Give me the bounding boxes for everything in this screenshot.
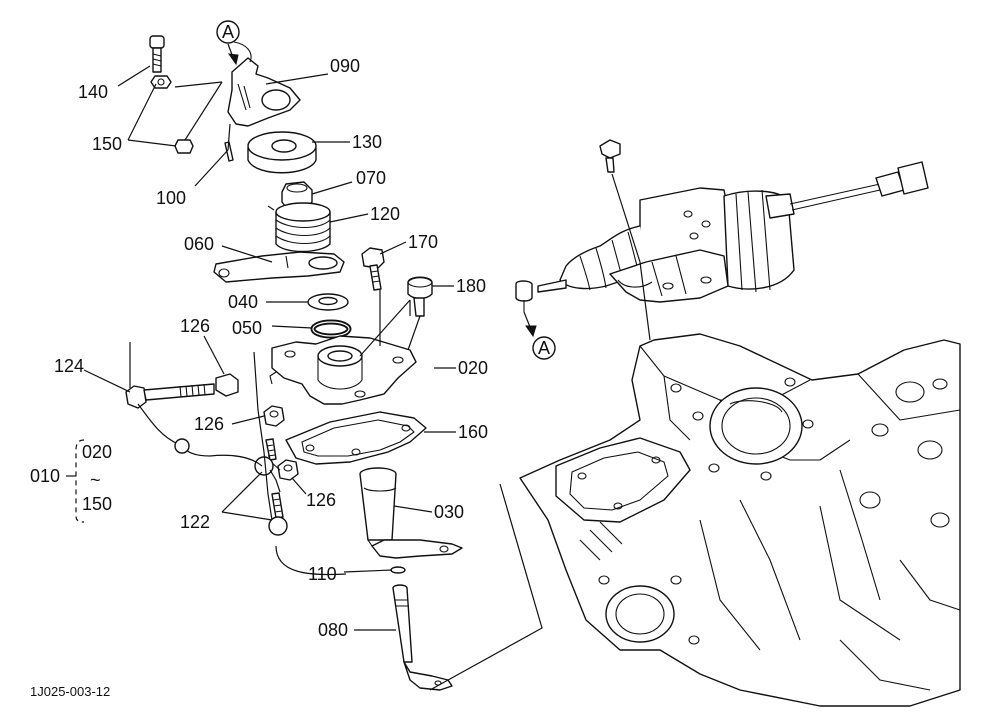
- part-130-collar: [247, 131, 317, 174]
- part-060-lever-plate: [213, 251, 345, 283]
- callout-122: 122: [180, 512, 210, 532]
- rod-ball: [174, 438, 190, 454]
- callout-110: 110: [308, 564, 337, 584]
- callout-040: 040: [228, 292, 258, 312]
- callout-126-upper: 126: [180, 316, 210, 336]
- part-050-o-ring: [310, 319, 352, 339]
- part-126-nut-lower: [277, 459, 299, 481]
- callout-120: 120: [370, 204, 400, 224]
- guide-line-to-engine: [429, 483, 543, 691]
- marker-a-text-right: A: [538, 338, 550, 358]
- part-120-spring: [267, 202, 331, 253]
- solenoid-bolt-guide: [611, 173, 651, 341]
- part-140-bolt: [149, 35, 165, 73]
- part-122-ball-joint-upper: [254, 438, 281, 476]
- part-040-washer: [307, 293, 349, 311]
- part-110-o-ring: [390, 566, 406, 574]
- part-126-nut-middle: [263, 405, 285, 427]
- part-160-gasket: [285, 411, 427, 465]
- callout-124: 124: [54, 356, 84, 376]
- assembly-range-tilde: ~: [90, 470, 101, 490]
- part-124-bolt: [125, 383, 215, 409]
- callout-030: 030: [434, 502, 464, 522]
- callout-150: 150: [92, 134, 122, 154]
- assembly-range-end: 150: [82, 494, 112, 514]
- callout-090: 090: [330, 56, 360, 76]
- callout-126-middle: 126: [194, 414, 224, 434]
- part-122-ball-joint-lower: [268, 492, 288, 536]
- callout-130: 130: [352, 132, 382, 152]
- stop-solenoid: [515, 139, 929, 312]
- part-126-nut-upper: [215, 373, 239, 397]
- leader-lines-left: [83, 65, 456, 631]
- callout-050: 050: [232, 318, 262, 338]
- drawing-code: 1J025-003-12: [30, 684, 110, 699]
- marker-a-text-top: A: [222, 22, 234, 42]
- part-030-shaft-lever: [359, 467, 463, 559]
- callout-080: 080: [318, 620, 348, 640]
- part-150-nut-lower: [174, 139, 194, 154]
- part-080-shaft: [392, 584, 453, 691]
- assembly-range-start: 020: [82, 442, 112, 462]
- callout-060: 060: [184, 234, 214, 254]
- callout-180: 180: [456, 276, 486, 296]
- marker-a-right: A: [523, 311, 556, 360]
- callout-170: 170: [408, 232, 438, 252]
- callout-020: 020: [458, 358, 488, 378]
- rod-end-vertical: [253, 351, 273, 521]
- callout-140: 140: [78, 82, 108, 102]
- part-170-bolt: [361, 247, 385, 291]
- part-100-pin: [224, 141, 234, 162]
- linkage-rod: [129, 342, 281, 493]
- part-020-housing: [269, 335, 417, 405]
- assembly-id: 010: [30, 466, 60, 486]
- assembly-010-group: 010 020 ~ 150: [30, 439, 112, 523]
- part-090-lever: [227, 41, 301, 127]
- engine-block: [519, 333, 961, 707]
- callout-100: 100: [156, 188, 186, 208]
- callout-070: 070: [356, 168, 386, 188]
- callout-126-lower: 126: [306, 490, 336, 510]
- marker-a-top: A: [216, 20, 240, 66]
- callout-160: 160: [458, 422, 488, 442]
- part-180-bolt: [407, 276, 433, 317]
- part-150-nut-upper: [150, 75, 172, 89]
